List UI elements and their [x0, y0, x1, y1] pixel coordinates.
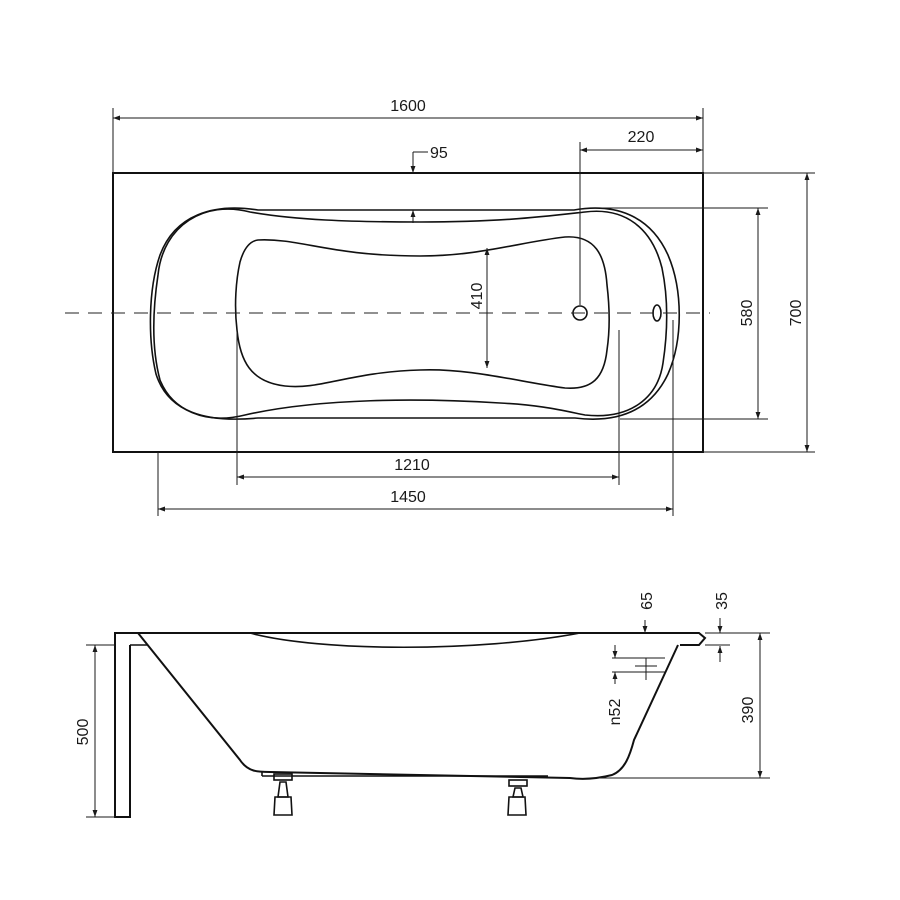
dim-inner-length: 1450 [157, 320, 674, 516]
side-view: 500 390 65 35 n52 [75, 592, 770, 818]
dim-label-1210: 1210 [394, 457, 430, 474]
dim-label-220: 220 [628, 129, 655, 146]
dim-bottom-width: 410 [469, 248, 490, 368]
side-body-profile [137, 632, 679, 780]
dim-label-1600: 1600 [390, 98, 426, 115]
dim-label-65: 65 [639, 592, 656, 610]
dim-total-height: 500 [75, 644, 115, 818]
dim-total-width: 700 [703, 172, 815, 453]
side-support-leg [114, 645, 131, 818]
dim-rim-thickness: 35 [705, 592, 731, 662]
dim-overflow: n52 [607, 645, 624, 725]
rim-outer-shape [149, 207, 681, 420]
dim-label-390: 390 [740, 697, 757, 724]
dim-rim-depth: 95 [410, 145, 448, 223]
rim-inner-shape [152, 208, 668, 419]
dim-total-length: 1600 [112, 98, 704, 173]
top-view: 1600 220 95 410 580 [65, 98, 815, 516]
dim-rim-step: 65 [639, 592, 656, 633]
side-rim [114, 632, 707, 646]
dim-bottom-length: 1210 [236, 330, 620, 485]
dim-label-35: 35 [714, 592, 731, 610]
dim-label-700: 700 [788, 300, 805, 327]
dim-label-1450: 1450 [390, 489, 426, 506]
foot-left [273, 773, 293, 816]
dim-inner-depth: 390 [600, 632, 770, 779]
side-rim-inner-curve [249, 632, 581, 649]
dim-inner-width: 580 [600, 207, 768, 420]
foot-right [507, 779, 528, 816]
dim-label-n52: n52 [607, 699, 624, 726]
dim-label-95: 95 [430, 145, 448, 162]
dim-label-410: 410 [469, 283, 486, 310]
dim-drain-offset: 220 [579, 129, 703, 305]
dim-label-500: 500 [75, 719, 92, 746]
overflow-hole [652, 304, 662, 322]
overflow-detail [612, 657, 665, 680]
tub-outline-rect [112, 172, 704, 453]
dim-label-580: 580 [739, 300, 756, 327]
